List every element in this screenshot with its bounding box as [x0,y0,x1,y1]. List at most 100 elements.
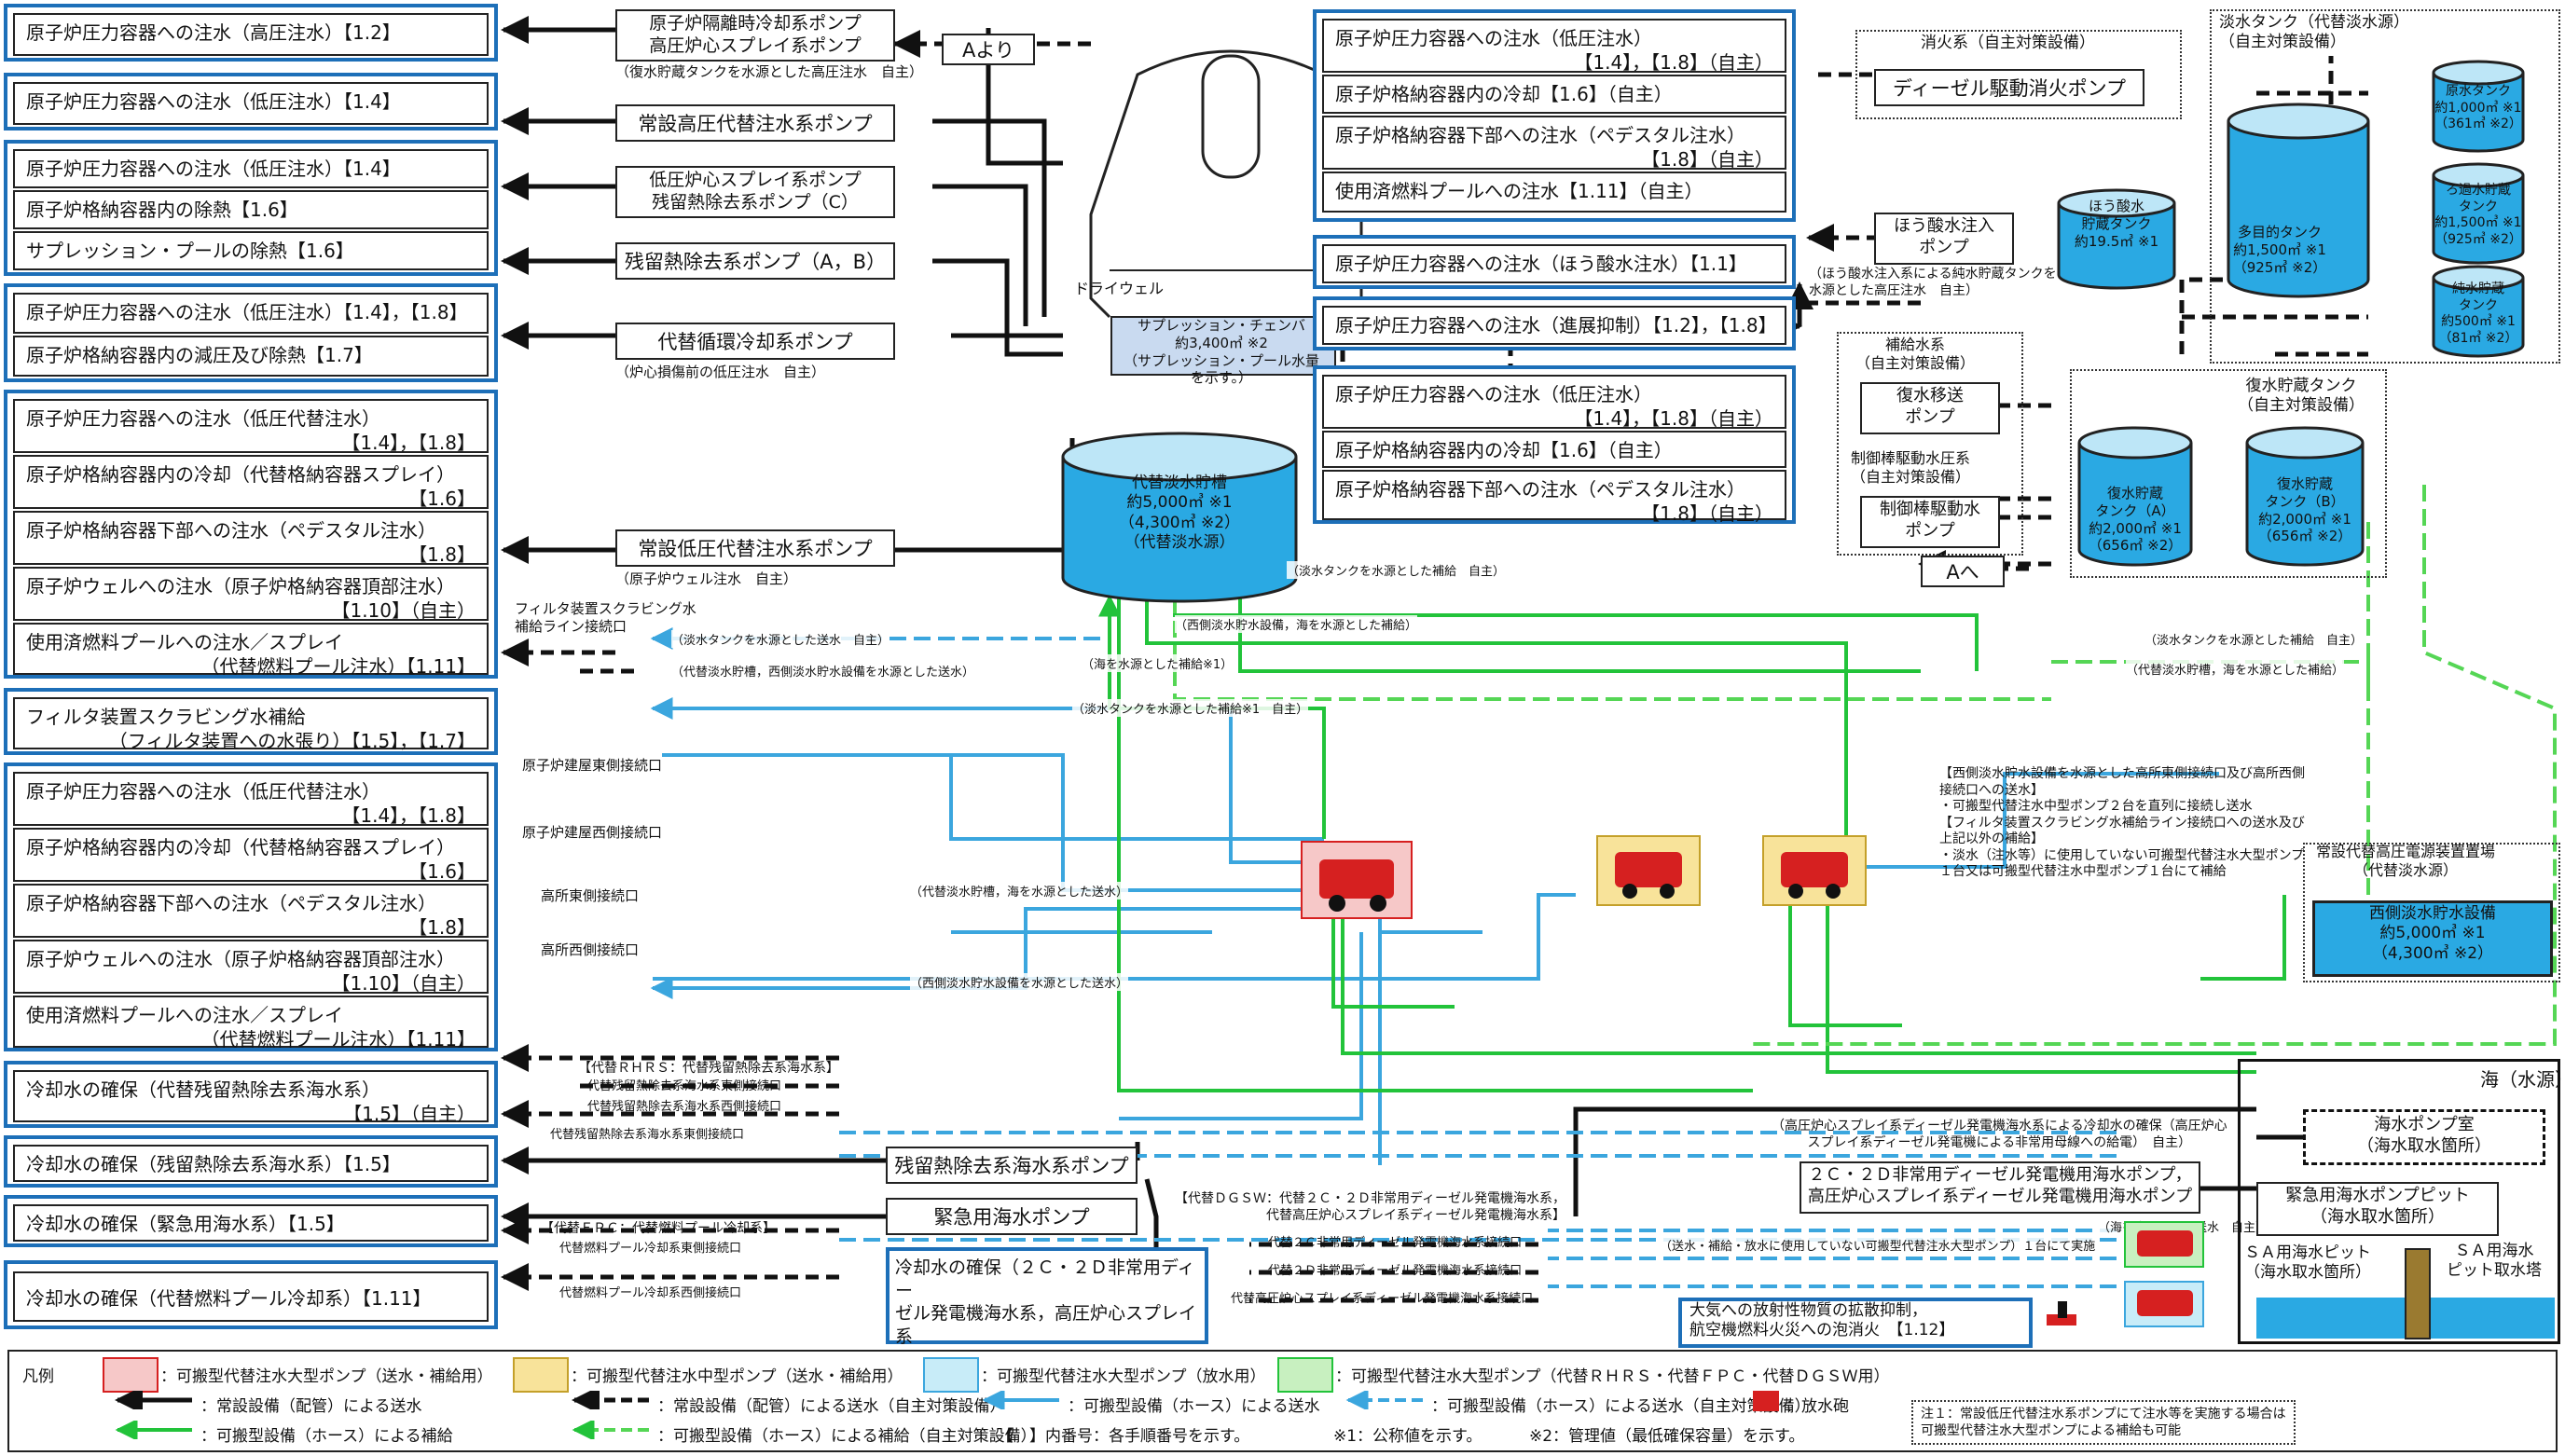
alt-rhrs-conn3: 代替残留熱除去系海水系東側接続口 [550,1128,744,1143]
cst-b-label: 復水貯蔵 タンク（B） 約2,000㎥ ※1 （656㎥ ※2） [2247,475,2363,545]
legend-item: ※1：公称値を示す。 [1333,1422,1482,1446]
right-group-progression: 原子炉圧力容器への注水（進展抑制）【1.2】，【1.8】 [1313,296,1796,350]
legend-item: ：可搬型設備（ホース）による補給 [200,1422,453,1446]
legend-large-truck-icon [103,1357,159,1393]
outcome-row: 原子炉格納容器内の冷却【1.6】（自主） [1322,431,1786,468]
west-storage-title: 常設代替高圧電源装置置場 （代替淡水源） [2316,843,2495,880]
right-group-makeup: 原子炉圧力容器への注水（低圧注水）【1.4】，【1.8】（自主） 原子炉格納容器… [1313,365,1796,524]
outcome-row: 原子炉格納容器下部への注水（ペデスタル注水）【1.8】（自主） [1322,116,1786,170]
alt-fpc-conn1: 代替燃料プール冷却系東側接続口 [559,1242,741,1257]
flow-label: （淡水タンクを水源とした補給 自主） [2144,630,2363,648]
outcome-row: 原子炉圧力容器への注水（低圧注水）【1.4】 [13,149,489,188]
high-west-label: 高所西側接続口 [541,941,639,959]
flow-label: （送水・補給・放水に使用していない可搬型代替注水大型ポンプ）１台にて実施 [1660,1236,2095,1254]
alt-fpc-label: 【代替ＦＰＣ：代替燃料プール冷却系】 [541,1221,776,1238]
alt-dgsw-label: 【代替ＤＧＳＷ：代替２Ｃ・２Ｄ非常用ディーゼル発電機海水系， 代替高圧炉心スプレ… [1175,1191,1565,1224]
flow-label: （代替淡水貯槽，海を水源とした送水） [910,882,1128,900]
right-group-boric: 原子炉圧力容器への注水（ほう酸水注水）【1.1】 [1313,235,1796,289]
outcome-row: 冷却水の確保（残留熱除去系海水系）【1.5】 [13,1145,489,1182]
outcome-row: 原子炉圧力容器への注水（低圧注水）【1.4】 [13,82,489,125]
outcome-row: 原子炉圧力容器への注水（高圧注水）【1.2】 [13,13,489,56]
legend-note: 注１：常設低圧代替注水系ポンプにて注水等を実施する場合は 可搬型代替注水大型ポン… [1911,1400,2296,1445]
outcome-row: 原子炉圧力容器への注水（進展抑制）【1.2】，【1.8】 [1322,306,1786,345]
cst-title: 復水貯蔵タンク （自主対策設備） [2238,377,2365,417]
multi-purpose-tank-label: 多目的タンク 約1,500㎥ ※1 （925㎥ ※2） [2219,224,2340,276]
freshwater-tank-title: 淡水タンク（代替淡水源） （自主対策設備） [2219,13,2409,53]
alt-rhrs-conn1: 代替残留熱除去系海水系東側接続口 [587,1079,781,1094]
jlp-note: （原子炉ウェル注水 自主） [615,570,797,588]
legend: 凡例 ：可搬型代替注水大型ポンプ（送水・補給用） ：可搬型代替注水中型ポンプ（送… [7,1350,2558,1452]
emergency-sea-pump: 緊急用海水ポンプ [886,1198,1138,1235]
fire-truck-icon [2137,1290,2193,1316]
medium-pump-truck-2 [1762,835,1867,906]
left-group-rhrs: 冷却水の確保（残留熱除去系海水系）【1.5】 [4,1135,498,1188]
legend-spray-truck-icon [923,1357,979,1393]
legend-water-cannon-icon [1753,1391,1779,1411]
outcome-row: 冷却水の確保（代替残留熱除去系海水系）【1.5】（自主） [13,1070,489,1122]
outcome-row: 原子炉格納容器内の冷却【1.6】（自主） [1322,75,1786,114]
left-group-hp-injection: 原子炉圧力容器への注水（高圧注水）【1.2】 [4,4,498,62]
right-group-fire: 原子炉圧力容器への注水（低圧注水）【1.4】，【1.8】（自主） 原子炉格納容器… [1313,9,1796,222]
raw-water-tank-label: 原水タンク 約1,000㎥ ※1 （361㎥ ※2） [2424,84,2532,133]
outcome-row: 原子炉圧力容器への注水（低圧注水）【1.4】，【1.8】 [13,293,489,334]
jlp-pump: 常設低圧代替注水系ポンプ [615,529,895,567]
alt-freshwater-tank-label: 代替淡水貯槽 約5,000㎥ ※1 （4,300㎥ ※2） （代替淡水源） [1072,474,1287,553]
left-group-filter: フィルタ装置スクラビング水補給（フィルタ装置への水張り）【1.5】，【1.7】 [4,688,498,755]
wheel-icon [1660,884,1675,899]
outcome-row: 使用済燃料プールへの注水／スプレイ（代替燃料プール注水）【1.11】 [13,996,489,1048]
spray-pump-truck [2124,1281,2204,1327]
boric-acid-pump: ほう酸水注入 ポンプ [1874,213,2014,265]
outcome-row: 冷却水の確保（緊急用海水系）【1.5】 [13,1204,489,1242]
alt-dgsw-conn3: 代替高圧炉心スプレイ系ディーゼル発電機海水系接続口 [1231,1292,1533,1307]
legend-item: ：放水砲 [1786,1393,1849,1416]
flow-label: （海を水源とした補給※1） [1082,654,1233,672]
outcome-row: 原子炉格納容器下部への注水（ペデスタル注水）【1.8】 [13,511,489,565]
outcome-row: サプレッション・プールの除熱【1.6】 [13,231,489,270]
alt-cooling-note: （炉心損傷前の低圧注水 自主） [615,364,825,381]
drywell-label: ドライウェル [1063,280,1175,298]
flow-label: （淡水タンクを水源とした補給※1 自主） [1072,699,1308,717]
diesel-fire-pump: ディーゼル駆動消火ポンプ [1874,69,2144,106]
legend-dashed-cyan-line [1343,1391,1427,1409]
legend-dashed-black-line [569,1391,653,1409]
outcome-row: 原子炉格納容器内の除熱【1.6】 [13,190,489,229]
spread-suppression-box: 大気への放射性物質の拡散抑制， 航空機燃料火災への泡消火 【1.12】 [1678,1298,2033,1348]
legend-item: ：可搬型代替注水大型ポンプ（代替ＲＨＲＳ・代替ＦＰＣ・代替ＤＧＳＷ用） [1335,1363,1890,1386]
legend-item: ：常設設備（配管）による送水（自主対策設備） [657,1393,1006,1416]
legend-rhrs-truck-icon [1277,1357,1333,1393]
water-cannon-icon [2047,1301,2076,1331]
outcome-row: 原子炉圧力容器への注水（低圧注水）【1.4】，【1.8】（自主） [1322,19,1786,73]
left-group-alt-rhrs: 冷却水の確保（代替残留熱除去系海水系）【1.5】（自主） [4,1061,498,1128]
flow-label: （西側淡水貯水設備，海を水源とした補給） [1175,615,1417,633]
legend-item: ※2：管理値（最低確保容量）を示す。 [1529,1422,1804,1446]
outcome-row: フィルタ装置スクラビング水補給（フィルタ装置への水張り）【1.5】，【1.7】 [13,697,489,749]
jhp-pump: 常設高圧代替注水系ポンプ [615,104,895,142]
fire-truck-icon [1781,852,1848,887]
legend-item: ：可搬型代替注水大型ポンプ（放水用） [981,1363,1266,1386]
makeup-title: 補給水系 （自主対策設備） [1855,336,1975,373]
rcic-hpcs-pump: 原子炉隔離時冷却系ポンプ 高圧炉心スプレイ系ポンプ [615,9,895,62]
legend-solid-black-line [112,1391,196,1409]
outcome-row: 原子炉格納容器内の減圧及び除熱【1.7】 [13,336,489,377]
legend-medium-truck-icon [513,1357,569,1393]
filter-line-label: フィルタ装置スクラビング水 補給ライン接続口 [515,600,696,636]
outcome-row: 冷却水の確保（代替燃料プール冷却系）【1.11】 [13,1271,489,1322]
lpcs-pump: 低圧炉心スプレイ系ポンプ 残留熱除去系ポンプ（C） [615,166,895,218]
outcome-row: 原子炉格納容器下部への注水（ペデスタル注水）【1.8】（自主） [1322,470,1786,520]
legend-dashed-green-line [569,1421,653,1439]
legend-item: 【 】内番号：各手順番号を示す。 [998,1422,1249,1446]
fire-system-title: 消火系（自主対策設備） [1921,34,2095,53]
fire-truck-icon [2137,1230,2193,1257]
left-group-portable: 原子炉圧力容器への注水（低圧代替注水）【1.4】，【1.8】 原子炉格納容器内の… [4,762,498,1051]
medium-pump-truck-1 [1596,835,1701,906]
emergency-sea-pit: 緊急用海水ポンプピット （海水取水箇所） [2256,1182,2499,1236]
alt-dgsw-conn1: 代替２Ｃ非常用ディーゼル発電機海水系接続口 [1268,1236,1522,1251]
flow-label: （代替淡水貯槽，海を水源とした補給） [2126,660,2344,678]
left-group-esw: 冷却水の確保（緊急用海水系）【1.5】 [4,1195,498,1247]
crd-pump: 制御棒駆動水 ポンプ [1860,496,2000,548]
outcome-row: 使用済燃料プールへの注水【1.11】（自主） [1322,172,1786,213]
large-pump-truck [1301,841,1413,919]
outcome-row: 原子炉圧力容器への注水（低圧代替注水）【1.4】，【1.8】 [13,772,489,826]
high-east-label: 高所東側接続口 [541,887,639,905]
dg-cooling-box: 冷却水の確保（２Ｃ・２Ｄ非常用ディー ゼル発電機海水系，高圧炉心スプレイ系 ディ… [886,1247,1208,1344]
